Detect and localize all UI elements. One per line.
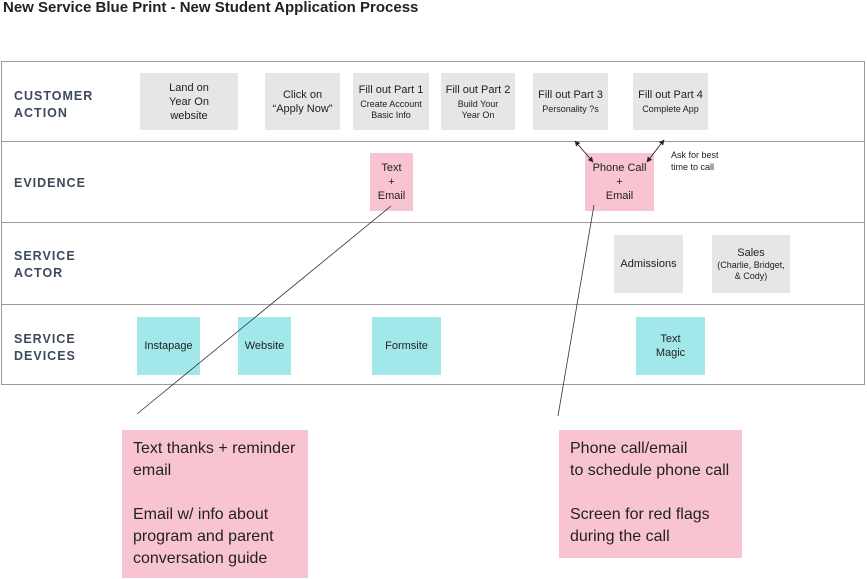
lane-label-service-devices: SERVICE DEVICES	[14, 332, 76, 363]
lane-divider	[1, 304, 865, 305]
blueprint-board	[1, 61, 865, 385]
lane-label-customer-action: CUSTOMER ACTION	[14, 89, 94, 120]
lane-divider	[1, 222, 865, 223]
lane-label-service-actor: SERVICE ACTOR	[14, 249, 76, 280]
note-right-detail[interactable]: Phone call/email to schedule phone call …	[559, 430, 742, 558]
note-text-email[interactable]: Text + Email	[370, 153, 413, 211]
note-fill-out-part-4[interactable]: Fill out Part 4 Complete App	[633, 73, 708, 130]
note-click-apply-now[interactable]: Click on “Apply Now”	[265, 73, 340, 130]
note-fill-out-part-3[interactable]: Fill out Part 3 Personality ?s	[533, 73, 608, 130]
note-website[interactable]: Website	[238, 317, 291, 375]
diagram-title: New Service Blue Print - New Student App…	[3, 0, 419, 16]
note-text-magic[interactable]: Text Magic	[636, 317, 705, 375]
arrow-part4-to-phone-email	[646, 139, 665, 163]
lane-label-evidence: EVIDENCE	[14, 176, 86, 190]
arrow-part3-to-phone-email	[574, 140, 594, 163]
note-sales[interactable]: Sales (Charlie, Bridget, & Cody)	[712, 235, 790, 293]
note-formsite[interactable]: Formsite	[372, 317, 441, 375]
note-instapage[interactable]: Instapage	[137, 317, 200, 375]
connector-text-email-to-left-note	[136, 205, 392, 415]
note-phone-call-email[interactable]: Phone Call + Email	[585, 153, 654, 211]
lane-divider	[1, 141, 865, 142]
note-left-detail[interactable]: Text thanks + reminder email Email w/ in…	[122, 430, 308, 578]
note-fill-out-part-2[interactable]: Fill out Part 2 Build Your Year On	[441, 73, 515, 130]
note-admissions[interactable]: Admissions	[614, 235, 683, 293]
annotation-best-time: Ask for best time to call	[671, 150, 719, 172]
note-fill-out-part-1[interactable]: Fill out Part 1 Create Account Basic Inf…	[353, 73, 429, 130]
note-land-on-website[interactable]: Land on Year On website	[140, 73, 238, 130]
connector-phone-email-to-right-note	[557, 204, 595, 417]
